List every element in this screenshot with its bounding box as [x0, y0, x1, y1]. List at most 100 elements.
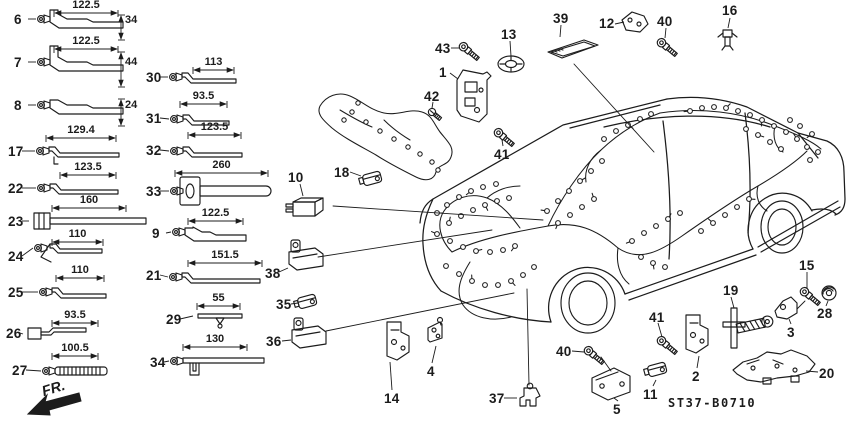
part-c28-number-label: 28 — [817, 306, 833, 321]
part-30-dimension — [160, 67, 235, 78]
part-c41t-number-label: 41 — [494, 147, 510, 162]
engine-subharness-illustration — [318, 93, 453, 181]
part-30-length-dim: 113 — [204, 56, 223, 68]
part-6-dimension — [28, 10, 125, 41]
part-c18-number-label: 18 — [334, 165, 350, 180]
part-21-band-glyph — [169, 272, 261, 284]
part-33-dimension — [160, 170, 269, 192]
part-7-height-dim: 44 — [125, 56, 138, 68]
part-24-number-label: 24 — [8, 249, 24, 264]
part-9-band-glyph — [172, 226, 247, 242]
part-34-dimension — [163, 344, 248, 363]
part-29-dimension — [179, 303, 241, 320]
part-c39-glyph — [547, 39, 599, 59]
part-c11-glyph — [643, 361, 668, 378]
part-17-band-glyph — [36, 146, 120, 165]
part-22-band-glyph — [37, 183, 119, 195]
part-c10-number-label: 10 — [288, 170, 304, 185]
part-c13-number-label: 13 — [501, 27, 517, 42]
part-25-band-glyph — [39, 287, 107, 299]
part-32-band-glyph — [170, 146, 243, 158]
part-34-length-dim: 130 — [205, 333, 225, 345]
part-27-band-glyph — [42, 366, 108, 376]
part-17-number-label: 17 — [8, 144, 24, 159]
part-23-length-dim: 160 — [79, 194, 99, 206]
part-c14-number-label: 14 — [384, 391, 400, 406]
part-7-length-dim: 122.5 — [72, 35, 100, 47]
part-c15-glyph — [799, 286, 821, 307]
part-c40b-number-label: 40 — [556, 344, 572, 359]
part-26-length-dim: 93.5 — [64, 309, 86, 321]
part-9-dimension — [165, 218, 244, 234]
part-9-length-dim: 122.5 — [201, 207, 230, 219]
part-27-length-dim: 100.5 — [61, 342, 89, 354]
part-c40b-glyph — [583, 345, 605, 366]
part-32-number-label: 32 — [146, 143, 162, 158]
part-31-length-dim: 93.5 — [192, 90, 215, 102]
part-27-number-label: 27 — [12, 363, 28, 378]
part-7-dimension — [28, 46, 125, 88]
fr-direction-arrow-icon — [26, 392, 82, 416]
part-6-height-dim: 34 — [125, 14, 138, 26]
diagram-code: ST37-B0710 — [668, 396, 757, 410]
part-31-dimension — [159, 101, 228, 120]
harness-connector-dots — [430, 103, 821, 288]
part-c42-glyph — [427, 107, 443, 122]
part-c41t-glyph — [493, 127, 515, 148]
part-c2-number-label: 2 — [692, 369, 700, 384]
part-c20-glyph — [732, 349, 816, 385]
part-25-number-label: 25 — [8, 285, 24, 300]
part-22-length-dim: 123.5 — [74, 161, 102, 173]
part-9-number-label: 9 — [152, 226, 160, 241]
part-31-number-label: 31 — [146, 111, 162, 126]
part-30-band-glyph — [169, 72, 237, 84]
part-23-dimension — [22, 205, 127, 222]
part-c18-glyph — [358, 170, 383, 187]
part-24-band-glyph — [34, 243, 103, 263]
part-32-dimension — [159, 132, 242, 152]
part-c19-glyph — [722, 307, 774, 349]
part-6-length-dim: 122.5 — [72, 0, 100, 11]
part-34-number-label: 34 — [150, 355, 166, 370]
part-c36-glyph — [291, 317, 327, 349]
part-c38-number-label: 38 — [265, 266, 281, 281]
part-c19-number-label: 19 — [723, 283, 739, 298]
part-c3-glyph — [774, 296, 798, 320]
part-7-number-label: 7 — [14, 55, 22, 70]
part-31-band-glyph — [170, 114, 230, 126]
part-c11-number-label: 11 — [643, 387, 658, 402]
part-c41b-glyph — [656, 335, 678, 356]
part-c1-glyph — [456, 69, 492, 123]
part-23-number-label: 23 — [8, 214, 24, 229]
part-c10-glyph — [285, 197, 324, 217]
part-c40t-number-label: 40 — [657, 14, 673, 29]
part-c28-glyph — [821, 285, 837, 301]
part-24-length-dim: 110 — [68, 228, 87, 240]
part-c3-number-label: 3 — [787, 325, 795, 340]
part-c43-glyph — [458, 41, 480, 62]
part-33-number-label: 33 — [146, 184, 162, 199]
part-c41b-number-label: 41 — [649, 310, 665, 325]
part-c20-number-label: 20 — [819, 366, 835, 381]
part-34-band-glyph — [170, 356, 265, 376]
part-8-band-glyph — [37, 99, 124, 115]
part-29-band-glyph — [197, 313, 243, 329]
part-26-band-glyph — [27, 327, 87, 340]
part-22-dimension — [22, 172, 117, 189]
part-c40t-glyph — [656, 37, 678, 58]
part-c36-number-label: 36 — [266, 334, 282, 349]
part-21-length-dim: 151.5 — [211, 249, 239, 261]
part-8-number-label: 8 — [14, 98, 22, 113]
part-22-number-label: 22 — [8, 181, 24, 196]
part-c16-glyph — [717, 29, 738, 51]
part-c37-number-label: 37 — [489, 391, 505, 406]
part-25-length-dim: 110 — [71, 264, 89, 276]
part-c5-number-label: 5 — [613, 402, 621, 417]
part-c16-number-label: 16 — [722, 3, 738, 18]
part-c14-glyph — [386, 321, 410, 361]
part-21-number-label: 21 — [146, 268, 162, 283]
part-8-height-dim: 24 — [125, 99, 138, 111]
part-c38-glyph — [288, 239, 324, 271]
part-26-dimension — [19, 320, 99, 335]
